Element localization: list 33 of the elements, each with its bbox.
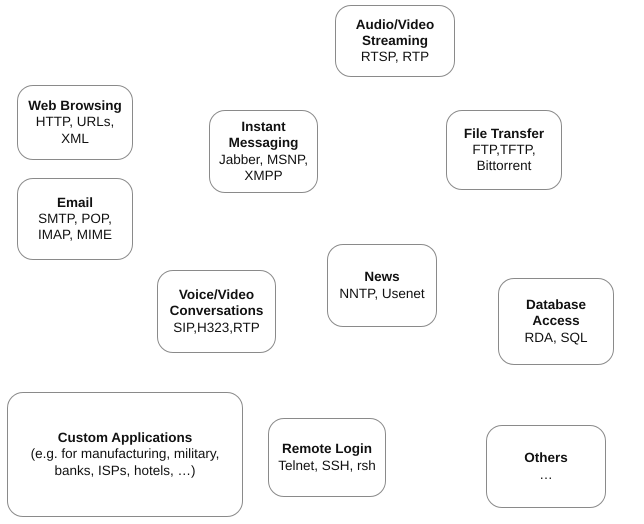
rounded-box <box>446 110 562 190</box>
box-heading: Remote Login <box>282 441 372 458</box>
rounded-box <box>17 178 133 260</box>
box-heading: Database Access <box>524 297 588 330</box>
box-heading: File Transfer <box>464 126 544 142</box>
protocol-list: RDA, SQL <box>524 330 588 346</box>
rounded-box <box>209 110 318 193</box>
protocol-list: HTTP, URLs, XML <box>24 114 126 147</box>
protocol-list: SMTP, POP, IMAP, MIME <box>24 210 126 244</box>
protocol-list: SIP,H323,RTP <box>173 320 260 336</box>
protocol-list: … <box>539 466 553 483</box>
rounded-box <box>17 85 133 160</box>
rounded-box <box>335 5 455 77</box>
box-heading: Voice/Video Conversations <box>168 287 264 320</box>
box-heading: News <box>364 269 400 286</box>
box-heading: Audio/Video Streaming <box>354 16 436 50</box>
box-heading: Instant Messaging <box>228 119 300 152</box>
protocol-list: (e.g. for manufacturing, military, banks, ISPs, hotels, …) <box>14 446 236 479</box>
rounded-box <box>268 418 386 497</box>
protocol-list: NNTP, Usenet <box>339 286 425 302</box>
protocol-list: Jabber, MSNP, XMPP <box>216 152 311 184</box>
protocol-list: FTP,TFTP, Bittorrent <box>453 142 555 174</box>
rounded-box <box>498 278 614 365</box>
box-heading: Web Browsing <box>28 98 122 114</box>
box-heading: Others <box>524 450 568 466</box>
rounded-box <box>486 425 606 508</box>
protocol-list: RTSP, RTP <box>360 49 430 66</box>
rounded-box <box>327 244 437 327</box>
box-heading: Email <box>56 194 94 211</box>
protocol-list: Telnet, SSH, rsh <box>278 458 376 474</box>
rounded-box <box>157 270 276 353</box>
box-heading: Custom Applications <box>58 430 192 446</box>
rounded-box <box>7 392 243 517</box>
